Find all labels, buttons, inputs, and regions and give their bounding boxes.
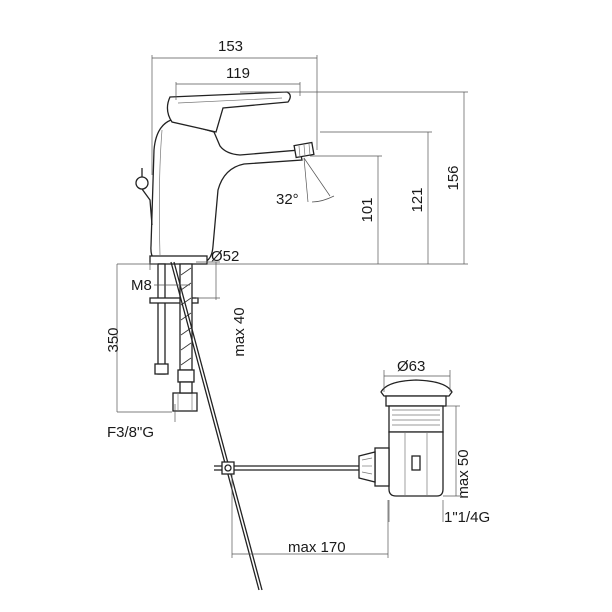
tailpieces — [149, 263, 199, 412]
pop-up-waste — [358, 379, 453, 497]
dim-119: 119 — [226, 65, 250, 82]
dim-diameter-52: Ø52 — [211, 248, 239, 265]
dim-angle-32: 32° — [276, 191, 299, 208]
dim-m8: M8 — [131, 277, 152, 294]
dim-max-40: max 40 — [231, 307, 248, 356]
dim-350: 350 — [105, 327, 122, 352]
dimension-lines — [116, 55, 468, 558]
dim-max-170: max 170 — [288, 539, 346, 556]
dim-max-50: max 50 — [455, 449, 472, 498]
dimension-labels: 153 119 156 121 101 32° Ø52 M8 350 max 4… — [105, 38, 490, 556]
dim-121: 121 — [409, 187, 426, 212]
faucet-body — [149, 91, 315, 265]
waste-linkage — [214, 461, 360, 475]
dim-156: 156 — [445, 165, 462, 190]
dim-f3-8g: F3/8"G — [107, 424, 154, 441]
dim-101: 101 — [359, 197, 376, 222]
dim-diameter-63: Ø63 — [397, 358, 425, 375]
dim-1-1-4g: 1"1/4G — [444, 509, 490, 526]
dim-153: 153 — [218, 38, 243, 55]
pull-rod-knob — [135, 168, 153, 226]
pull-rod — [170, 261, 263, 591]
